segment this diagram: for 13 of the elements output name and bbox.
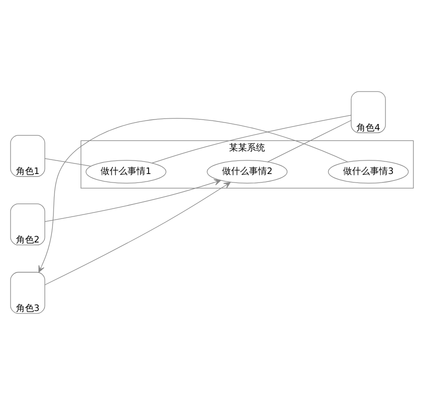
connector	[44, 158, 92, 166]
connector	[267, 120, 352, 162]
node-box: 角色3	[10, 271, 46, 314]
arrow	[38, 118, 348, 272]
node-box: 角色2	[10, 202, 46, 245]
node-ellipse: 做什么事情1	[86, 160, 166, 183]
node-box: 角色4	[350, 90, 386, 133]
connector	[152, 114, 352, 163]
node-ellipse: 做什么事情2	[206, 160, 288, 183]
arrow	[44, 181, 231, 285]
node-ellipse: 做什么事情3	[328, 160, 409, 183]
node-box: 角色1	[10, 134, 46, 176]
arrow	[44, 178, 222, 222]
